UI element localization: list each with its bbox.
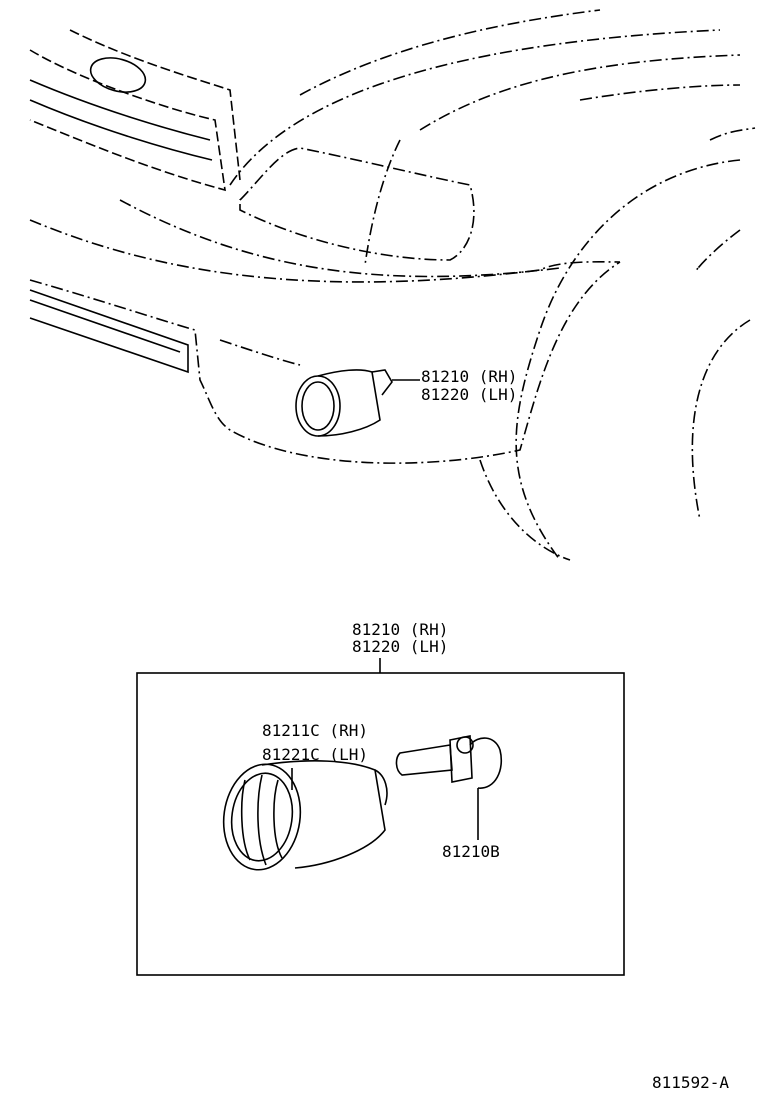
foglamp-housing xyxy=(222,760,388,871)
callout-vehicle-rh: 81210 (RH) xyxy=(421,367,518,386)
foglamp-on-vehicle xyxy=(295,369,420,437)
callout-housing-lh: 81221C (LH) xyxy=(262,745,368,764)
vehicle-outline xyxy=(29,9,756,561)
diagram-id: 811592-A xyxy=(652,1073,730,1092)
callout-bulb: 81210B xyxy=(442,842,500,861)
callout-assembly-rh: 81210 (RH) xyxy=(352,620,449,639)
callout-assembly-lh: 81220 (LH) xyxy=(352,637,449,656)
callout-housing-rh: 81211C (RH) xyxy=(262,721,368,740)
callout-vehicle-lh: 81220 (LH) xyxy=(421,385,518,404)
bulb xyxy=(395,735,502,840)
assembly-box xyxy=(136,658,625,976)
